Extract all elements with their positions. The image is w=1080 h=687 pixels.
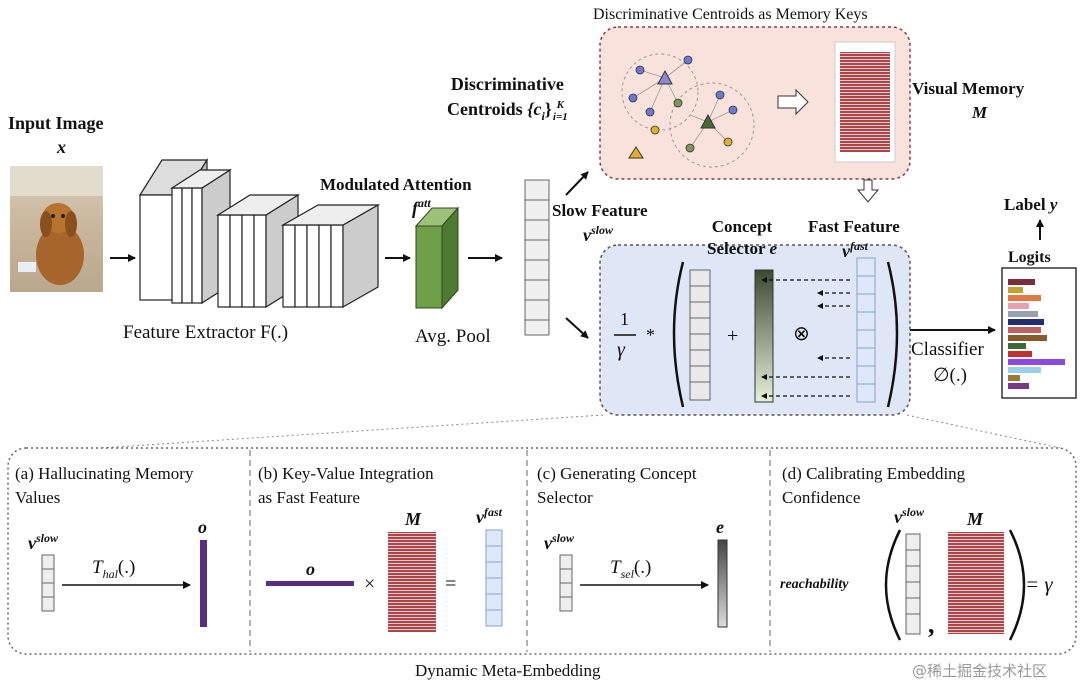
- logit-bar: [1008, 367, 1041, 373]
- logits-title: Logits: [1008, 249, 1051, 266]
- panel-d-eq: = γ: [1025, 572, 1053, 596]
- logit-bar: [1008, 335, 1047, 341]
- panel-a-vslow: vslow: [28, 531, 59, 553]
- logit-bar: [1008, 303, 1029, 309]
- visual-memory-title: Visual Memory: [912, 79, 1025, 98]
- panel-d-comma: ,: [928, 610, 935, 639]
- formula-den: γ: [617, 339, 625, 361]
- panel-b-M: M: [405, 509, 422, 529]
- feature-extractor: [138, 157, 381, 309]
- panel-a-o: o: [198, 517, 207, 537]
- panel-b-eq: =: [445, 573, 457, 595]
- panel-a-fn: Thal(.): [92, 557, 136, 581]
- visual-memory-var: M: [972, 103, 988, 122]
- panel-d-reach: reachability: [780, 577, 849, 592]
- panel-b-o: o: [306, 559, 315, 579]
- formula-otimes: ⊗: [793, 321, 810, 345]
- top-title: Discriminative Centroids as Memory Keys: [593, 6, 868, 23]
- input-title: Input Image: [8, 113, 104, 133]
- panel-c-vslow: vslow: [544, 531, 575, 553]
- panel-b-vfast: vfast: [476, 505, 502, 527]
- panel-c-fn: Tsel(.): [610, 557, 652, 581]
- logit-bar: [1008, 383, 1029, 389]
- classifier-fn: ∅(.): [933, 365, 967, 386]
- logit-bar: [1008, 327, 1041, 333]
- memory-down-arrow: [856, 179, 880, 203]
- fast-feature-title: Fast Feature: [808, 217, 900, 236]
- logit-bar: [1008, 279, 1035, 285]
- panel-d-vslow: vslow: [894, 505, 925, 527]
- classifier-title: Classifier: [911, 339, 984, 360]
- logit-bar: [1008, 319, 1044, 325]
- panel-connectors: [99, 414, 1061, 449]
- attention-block: [414, 206, 460, 310]
- panel-b-times: ×: [364, 573, 376, 595]
- formula-num: 1: [620, 309, 629, 329]
- logit-bars: [1008, 279, 1065, 389]
- slow-feature-var: vslow: [583, 223, 614, 245]
- formula-star: *: [646, 325, 655, 345]
- attention-var: fatt: [412, 196, 431, 218]
- integration-panel: [599, 244, 911, 416]
- slow-feature-title: Slow Feature: [552, 201, 648, 220]
- logit-bar: [1008, 351, 1032, 357]
- concept-selector-title: Concept Selector e: [707, 217, 778, 258]
- logit-bar: [1008, 375, 1020, 381]
- logit-bar: [1008, 359, 1065, 365]
- logit-bar: [1008, 343, 1026, 349]
- label-title: Label y: [1004, 195, 1058, 214]
- extractor-label: Feature Extractor F(.): [123, 322, 289, 343]
- attention-title: Modulated Attention: [320, 175, 472, 194]
- panel-c-e: e: [716, 517, 724, 537]
- formula-plus: +: [727, 325, 739, 347]
- slow-feature-vector: [524, 179, 550, 336]
- avg-pool-label: Avg. Pool: [415, 326, 491, 347]
- flow-arrows: [110, 171, 1044, 339]
- logit-bar: [1008, 311, 1038, 317]
- fe-group-4: [280, 203, 381, 309]
- watermark: @稀土掘金技术社区: [912, 662, 1048, 680]
- input-var: x: [57, 137, 66, 157]
- input-image: [10, 166, 103, 292]
- meta-embedding-panel: [7, 447, 1077, 655]
- logits-box: [1001, 267, 1077, 399]
- logit-bar: [1008, 287, 1023, 293]
- centroids-panel: [599, 26, 911, 180]
- logit-bar: [1008, 295, 1041, 301]
- footer-label: Dynamic Meta-Embedding: [415, 661, 601, 680]
- fast-feature-var: vfast: [842, 239, 868, 261]
- panel-d-M: M: [967, 509, 984, 529]
